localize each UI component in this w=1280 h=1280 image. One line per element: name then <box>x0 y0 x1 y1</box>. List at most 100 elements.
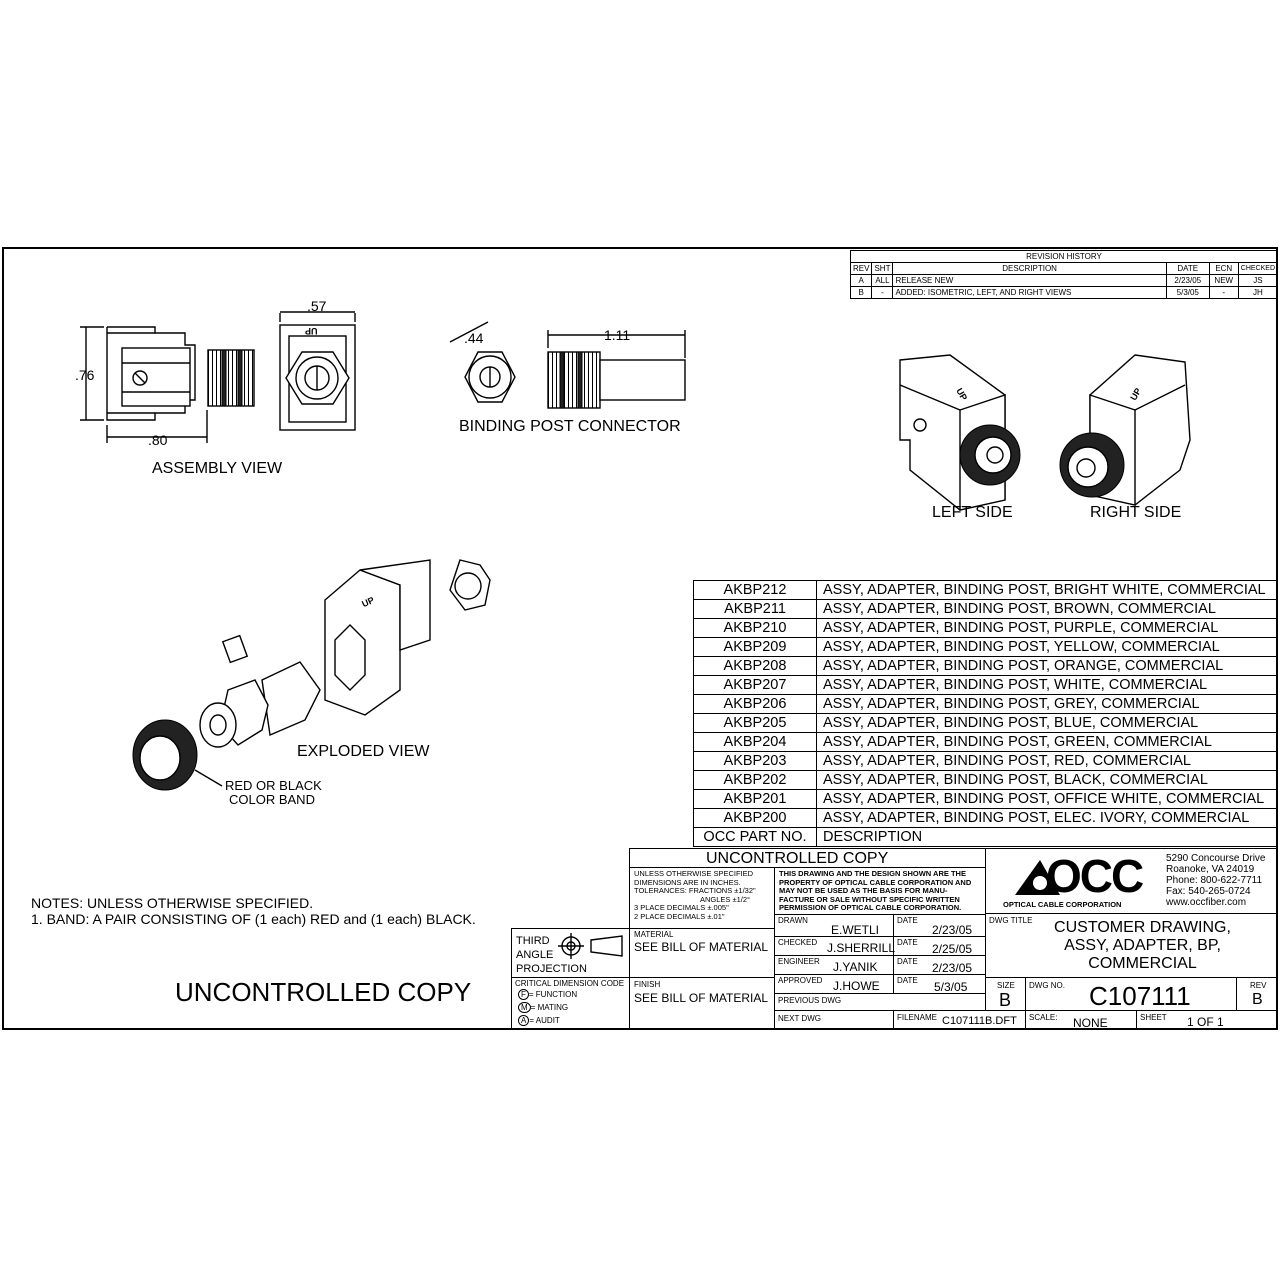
approved-date-cell: DATE 5/3/05 <box>893 974 986 994</box>
parts-header-description: DESCRIPTION <box>816 827 1278 847</box>
part-number-cell: AKBP200 <box>693 808 817 828</box>
sheet-cell: SHEET 1 OF 1 <box>1136 1010 1278 1030</box>
part-number-cell: AKBP209 <box>693 637 817 657</box>
rev-header-rev: REV <box>849 262 873 275</box>
address-line: www.occfiber.com <box>1166 897 1247 908</box>
drawn-cell: DRAWN E.WETLI <box>774 914 894 937</box>
filename-cell: FILENAME C107111B.DFT <box>893 1010 1026 1030</box>
notes-line-2: 1. BAND: A PAIR CONSISTING OF (1 each) R… <box>31 911 476 927</box>
part-description-cell: ASSY, ADAPTER, BINDING POST, BROWN, COMM… <box>816 599 1278 619</box>
dwg-no-value: C107111 <box>1089 981 1191 1011</box>
dimension-57: .57 <box>307 298 327 314</box>
third-angle-projection-symbol <box>558 933 623 959</box>
critical-code-function: F= FUNCTION <box>518 989 578 1000</box>
dimension-44: .44 <box>464 330 484 346</box>
checked-date-cell: DATE 2/25/05 <box>893 936 986 956</box>
checked-value: J.SHERRILL <box>827 941 896 955</box>
dimension-76: .76 <box>75 367 95 383</box>
assembly-side-view <box>80 326 255 443</box>
part-description-cell: ASSY, ADAPTER, BINDING POST, BLACK, COMM… <box>816 770 1278 790</box>
proprietary-line: MAY NOT BE USED AS THE BASIS FOR MANU- <box>779 886 948 895</box>
part-number-cell: AKBP203 <box>693 751 817 771</box>
part-number-cell: AKBP206 <box>693 694 817 714</box>
rev-cell: 2/23/05 <box>1165 274 1210 287</box>
size-label: SIZE <box>997 981 1015 990</box>
material-cell: MATERIAL SEE BILL OF MATERIAL <box>629 928 775 978</box>
rev-cell: ADDED: ISOMETRIC, LEFT, AND RIGHT VIEWS <box>892 286 1167 299</box>
checked-label: CHECKED <box>778 938 818 947</box>
tolerances-text: UNLESS OTHERWISE SPECIFIED DIMENSIONS AR… <box>634 869 774 921</box>
part-description-cell: ASSY, ADAPTER, BINDING POST, ORANGE, COM… <box>816 656 1278 676</box>
scale-value: NONE <box>1073 1016 1108 1030</box>
rev-cell: JH <box>1237 286 1279 299</box>
previous-dwg-label: PREVIOUS DWG <box>778 996 842 1005</box>
rev-cell: B <box>849 286 873 299</box>
tolerance-line: 3 PLACE DECIMALS ±.005" <box>634 903 729 912</box>
proprietary-line: FACTURE OR SALE WITHOUT SPECIFIC WRITTEN <box>779 894 960 904</box>
rev-cell: ALL <box>871 274 894 287</box>
tolerance-line: DIMENSIONS ARE IN INCHES. <box>634 877 741 887</box>
rev-cell: - <box>871 286 894 299</box>
uncontrolled-copy-stamp: UNCONTROLLED COPY <box>175 977 472 1007</box>
right-side-isometric <box>1059 354 1191 506</box>
proprietary-cell: THIS DRAWING AND THE DESIGN SHOWN ARE TH… <box>774 867 986 915</box>
tolerance-line: TOLERANCES: FRACTIONS ±1/32" <box>634 886 756 895</box>
uncontrolled-header: UNCONTROLLED COPY <box>706 850 889 867</box>
scale-cell: SCALE: NONE <box>1025 1010 1137 1030</box>
exploded-view-label: EXPLODED VIEW <box>297 743 430 760</box>
part-number-cell: AKBP201 <box>693 789 817 809</box>
part-number-cell: AKBP208 <box>693 656 817 676</box>
part-description-cell: ASSY, ADAPTER, BINDING POST, BLUE, COMME… <box>816 713 1278 733</box>
left-side-isometric <box>899 354 1021 511</box>
tolerances-cell: UNLESS OTHERWISE SPECIFIED DIMENSIONS AR… <box>629 867 775 929</box>
dwg-no-label: DWG NO. <box>1029 981 1065 990</box>
date-label: DATE <box>897 916 918 925</box>
dwg-title: CUSTOMER DRAWING, ASSY, ADAPTER, BP, COM… <box>1046 919 1239 973</box>
company-address: 5290 Concourse Drive Roanoke, VA 24019 P… <box>1166 853 1266 908</box>
part-number-cell: AKBP205 <box>693 713 817 733</box>
rev-cell: NEW <box>1208 274 1239 287</box>
dimension-80: .80 <box>148 432 168 448</box>
tolerance-line: ANGLES ±1/2° <box>700 894 751 904</box>
occ-logo-mark <box>1015 860 1060 895</box>
tolerance-line: UNLESS OTHERWISE SPECIFIED <box>634 869 754 878</box>
part-description-cell: ASSY, ADAPTER, BINDING POST, WHITE, COMM… <box>816 675 1278 695</box>
code-circle: A <box>518 1015 530 1026</box>
rev-header-date: DATE <box>1165 262 1210 275</box>
proprietary-line: THIS DRAWING AND THE DESIGN SHOWN ARE TH… <box>779 869 966 878</box>
table-row: A ALL RELEASE NEW 2/23/05 NEW JS <box>849 274 1279 287</box>
next-dwg-label: NEXT DWG <box>778 1014 821 1023</box>
binding-post-connector-views <box>449 321 686 409</box>
approved-date: 5/3/05 <box>934 980 968 994</box>
size-cell: SIZE B <box>985 977 1026 1011</box>
material-label: MATERIAL <box>634 930 674 939</box>
rev-cell: JS <box>1237 274 1279 287</box>
approved-label: APPROVED <box>778 976 823 985</box>
part-description-cell: ASSY, ADAPTER, BINDING POST, GREEN, COMM… <box>816 732 1278 752</box>
code-text: = FUNCTION <box>528 990 578 999</box>
finish-label: FINISH <box>634 980 661 989</box>
finish-cell: FINISH SEE BILL OF MATERIAL <box>629 977 775 1030</box>
rev-cell: RELEASE NEW <box>892 274 1167 287</box>
left-side-label: LEFT SIDE <box>932 504 1013 521</box>
address-line: 5290 Concourse Drive <box>1166 853 1266 864</box>
rev-cell-block: REV B <box>1236 977 1278 1011</box>
checked-cell: CHECKED J.SHERRILL <box>774 936 896 956</box>
date-label: DATE <box>897 938 918 947</box>
binding-post-connector-label: BINDING POST CONNECTOR <box>459 418 681 435</box>
approved-value: J.HOWE <box>833 979 880 993</box>
dwg-no-cell: DWG NO. C107111 <box>1025 977 1237 1011</box>
part-description-cell: ASSY, ADAPTER, BINDING POST, OFFICE WHIT… <box>816 789 1278 809</box>
code-text: = AUDIT <box>529 1016 560 1025</box>
address-line: Phone: 800-622-7711 <box>1166 875 1263 886</box>
critical-code-audit: A= AUDIT <box>518 1015 560 1026</box>
